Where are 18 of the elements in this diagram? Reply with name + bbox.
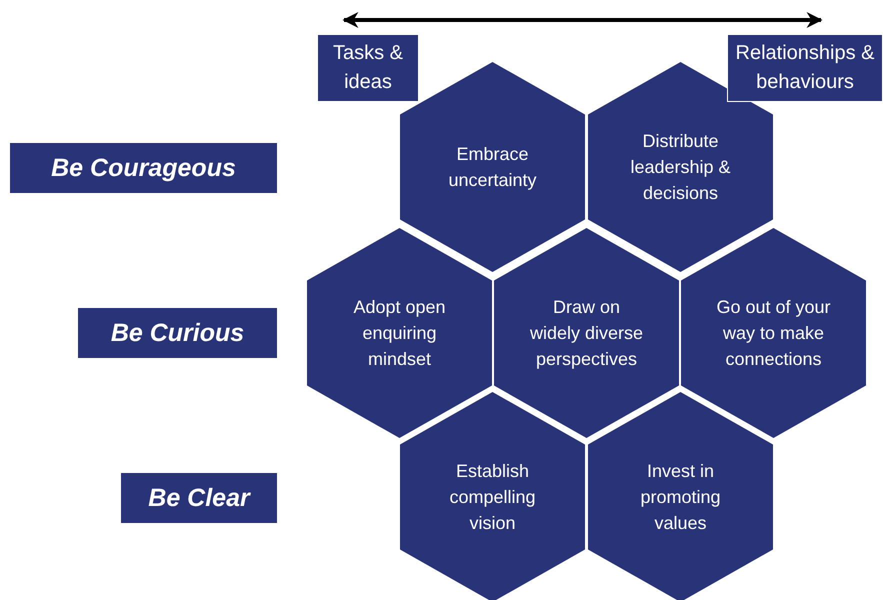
row-label-box <box>10 143 277 193</box>
node-text: Invest in promoting values <box>639 460 722 536</box>
double-arrow <box>342 12 823 28</box>
node-text: Draw on widely diverse perspectives <box>528 296 644 372</box>
node-text: Be Clear <box>148 484 250 512</box>
node-text: Adopt open enquiring mindset <box>352 296 447 372</box>
row-label-box <box>78 308 277 358</box>
node-text: Be Curious <box>110 318 244 348</box>
node-text: Distribute leadership & decisions <box>629 130 732 206</box>
node-text: Relationships & behaviours <box>734 41 876 95</box>
row-label-box <box>121 473 277 523</box>
node-text: Be Courageous <box>51 154 236 182</box>
axis-label-box <box>317 34 419 102</box>
axis-label-box <box>727 34 883 102</box>
node-text: Tasks & ideas <box>332 41 404 95</box>
node-text: Go out of your way to make connections <box>715 296 832 372</box>
node-text: Establish compelling vision <box>448 460 537 536</box>
node-text: Embrace uncertainty <box>447 142 538 192</box>
